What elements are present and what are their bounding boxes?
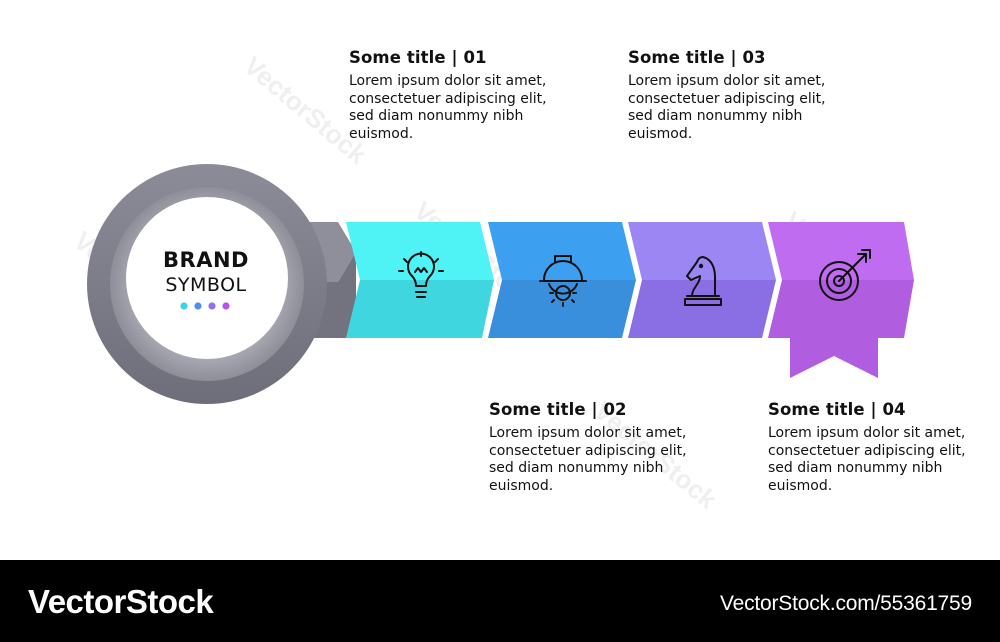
brand-subtitle: SYMBOL bbox=[165, 274, 247, 296]
step-4-text: Some title | 04 Lorem ipsum dolor sit am… bbox=[768, 400, 968, 495]
footer-image-id: VectorStock.com/55361759 bbox=[719, 592, 972, 615]
step-description: Lorem ipsum dolor sit amet, consectetuer… bbox=[628, 73, 826, 142]
step-title: Some title | 02 bbox=[489, 400, 627, 419]
step-description: Lorem ipsum dolor sit amet, consectetuer… bbox=[768, 425, 966, 494]
brand-dots bbox=[180, 302, 230, 310]
step-title: Some title | 04 bbox=[768, 400, 906, 419]
lightbulb-icon bbox=[398, 251, 444, 298]
process-diagram bbox=[87, 164, 914, 404]
brand-circle bbox=[126, 197, 288, 359]
step-1-text: Some title | 01 Lorem ipsum dolor sit am… bbox=[349, 48, 549, 143]
chevron-2 bbox=[488, 222, 636, 338]
brand-dot bbox=[180, 302, 188, 310]
step-description: Lorem ipsum dolor sit amet, consectetuer… bbox=[489, 425, 687, 494]
chevron-4 bbox=[768, 222, 914, 378]
step-description: Lorem ipsum dolor sit amet, consectetuer… bbox=[349, 73, 547, 142]
step-title: Some title | 03 bbox=[628, 48, 766, 67]
brand-dot bbox=[222, 302, 230, 310]
brand-title: BRAND bbox=[163, 248, 249, 272]
hard-hat-gear-icon bbox=[539, 255, 587, 307]
footer-logo-text: VectorStock bbox=[28, 583, 214, 620]
step-title: Some title | 01 bbox=[349, 48, 487, 67]
step-2-text: Some title | 02 Lorem ipsum dolor sit am… bbox=[489, 400, 689, 495]
brand-dot bbox=[208, 302, 216, 310]
target-arrow-icon bbox=[819, 249, 871, 301]
chess-knight-icon bbox=[684, 256, 722, 306]
chevron-1 bbox=[346, 222, 494, 338]
brand-dot bbox=[194, 302, 202, 310]
footer-bar: VectorStock VectorStock.com/55361759 bbox=[0, 560, 1000, 642]
step-3-text: Some title | 03 Lorem ipsum dolor sit am… bbox=[628, 48, 828, 143]
chevron-3 bbox=[628, 222, 776, 338]
infographic: VectorStock VectorStock VectorStock Vect… bbox=[68, 48, 968, 515]
